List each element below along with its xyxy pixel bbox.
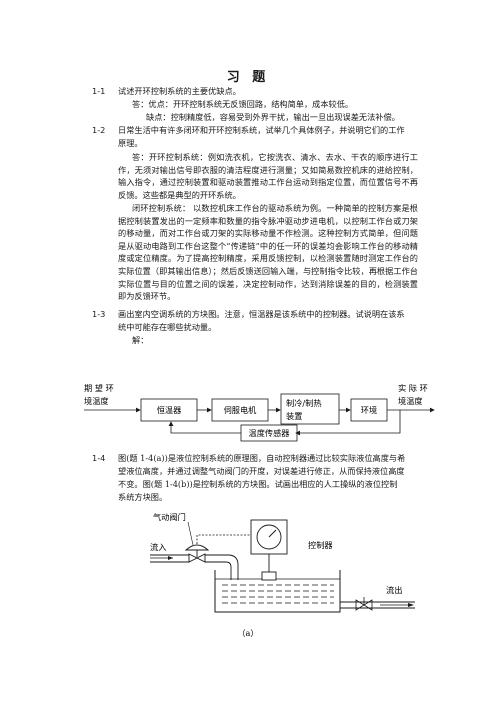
thermostat-label: 恒温器 — [157, 405, 182, 415]
controller-label: 控制器 — [308, 540, 333, 550]
answer-1-1-disadvantages: 缺点：控制精度低，容易受到外界干扰，输出一旦出现误差无法补偿。 — [146, 112, 400, 122]
outflow-label: 流出 — [386, 585, 402, 595]
question-1-3-line2: 统中可能存在哪些扰动量。 — [118, 322, 217, 332]
inflow-arrowhead — [168, 556, 173, 560]
question-number-1-1: 1-1 — [92, 86, 106, 96]
gauge-needle — [268, 529, 277, 538]
cooling-heating-device-block — [280, 393, 340, 425]
valve-actuator-icon — [184, 544, 210, 551]
outflow-valve-left — [355, 599, 365, 611]
valve-body-icon — [188, 553, 206, 563]
inflow-pipe-bend-outer — [205, 554, 239, 580]
actual-temp-label-line2: 境温度 — [398, 396, 423, 406]
question-1-1-text: 试述开环控制系统的主要优缺点。 — [118, 86, 241, 96]
gauge-icon — [256, 524, 282, 550]
feedback-line-right — [295, 410, 401, 436]
environment-label: 环境 — [361, 405, 377, 415]
control-signal-line — [196, 534, 251, 544]
question-number-1-4: 1-4 — [92, 453, 106, 463]
desired-temp-label-line1: 期 望 环 — [84, 383, 114, 393]
question-number-1-2: 1-2 — [92, 125, 106, 135]
outflow-valve-right — [363, 599, 373, 611]
question-1-4-line2: 望液位高度，并通过调整气动阀门的开度，对误差进行修正，从而保持液位高度 — [118, 466, 405, 476]
tank-walls — [214, 570, 341, 613]
question-number-1-3: 1-3 — [92, 309, 106, 319]
answer-1-1-advantages: 答：优点：开环控制系统无反馈回路，结构简单，成本较低。 — [132, 99, 354, 109]
servo-motor-label: 伺服电机 — [224, 405, 258, 415]
desired-temp-label-line2: 境温度 — [84, 396, 109, 406]
question-1-2-line1: 日常生活中有许多闭环和开环控制系统，试举几个具体例子，并说明它们的工作 — [118, 125, 405, 135]
inflow-pipe-bend-inner — [205, 561, 232, 580]
valve-leader-line — [187, 521, 194, 546]
question-1-3-line1: 画出室内空调系统的方块图。注意，恒温器是该系统中的控制器。试说明在该系 — [118, 309, 405, 319]
inflow-label: 流入 — [150, 542, 166, 552]
answer-1-3-solve: 解： — [132, 335, 149, 345]
question-1-4-line1: 图(题 1-4(a))是液位控制系统的原理图，自动控制器通过比较实际液位高度与希 — [118, 453, 406, 463]
cooling-heating-label-line2: 装置 — [286, 411, 302, 421]
pneumatic-valve-label: 气动阀门 — [153, 512, 186, 522]
answer-1-2-open-loop: 答：开环控制系统：例如洗衣机，它按洗衣、清水、去水、干衣的顺序进行工作，无须对输… — [118, 152, 418, 200]
question-1-4-line3: 不变。图(题 1-4(b))是控制系统的方块图。试画出相应的人工操纵的液位控制 — [118, 479, 398, 489]
figure-caption: （a） — [237, 628, 258, 638]
temperature-sensor-label: 温度传感器 — [249, 428, 290, 438]
outflow-arrowhead — [408, 603, 414, 607]
actual-temp-label-line1: 实 际 环 — [398, 383, 428, 393]
answer-1-2-closed-loop: 闭环控制系统： 以数控机床工作台的驱动系统为例。一种简单的控制方案是根据控制装置… — [118, 203, 418, 302]
question-1-4-line4: 系统方块图。 — [118, 492, 168, 502]
feedback-line-left — [168, 421, 241, 434]
float-icon — [261, 571, 277, 581]
question-1-2-line2: 原理。 — [118, 138, 143, 148]
cooling-heating-label-line1: 制冷/制热 — [286, 398, 322, 408]
page-title: 习 题 — [226, 70, 270, 85]
